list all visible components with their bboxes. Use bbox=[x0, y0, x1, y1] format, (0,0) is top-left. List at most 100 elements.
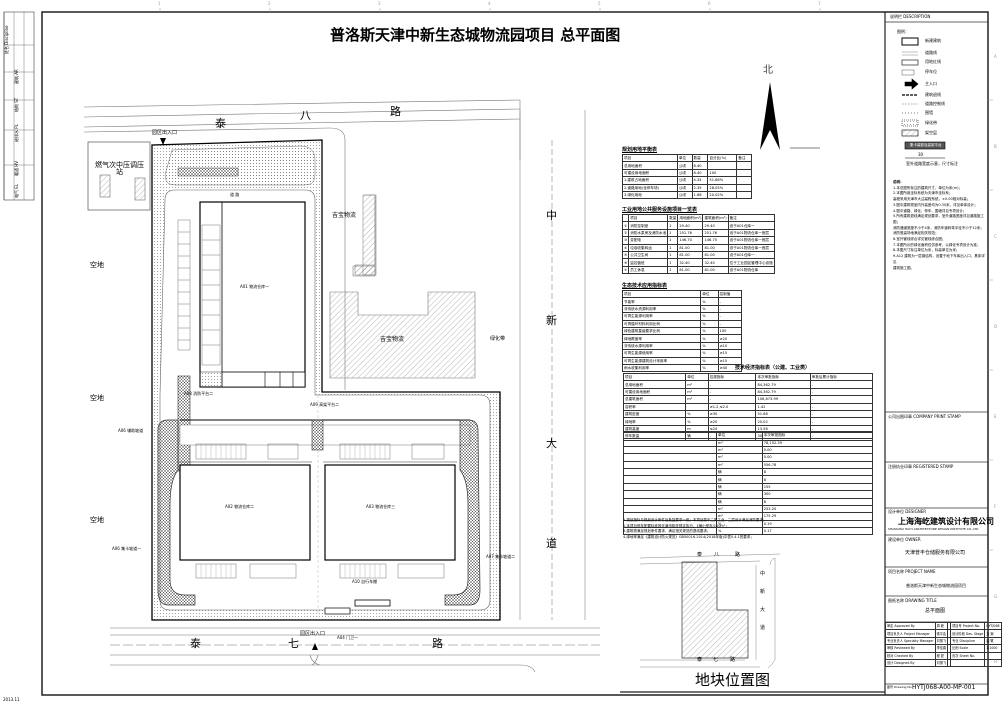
legend-item-overhead: 架空层 bbox=[925, 130, 937, 135]
table-cell: 28.05% bbox=[707, 183, 738, 192]
table-cell: 百分比(%) bbox=[707, 153, 738, 163]
table-cell: ⑦ bbox=[621, 265, 630, 275]
note-item: 5.所有建筑退线满足规划要求，室外道路宽度详见道路施工图； bbox=[893, 214, 984, 224]
note-item: 2.本图所用坐标系统为天津市坐标系； bbox=[893, 191, 953, 196]
table-cell: 8.40 bbox=[691, 161, 709, 170]
registered-stamp-label: 注册执业印章 REGISTERED STAMP bbox=[888, 464, 954, 469]
road-south-char-1: 泰 bbox=[190, 637, 201, 650]
table-cell: 项目 bbox=[622, 372, 687, 382]
table-cell: 32.40 bbox=[677, 258, 704, 267]
note-item: 高程采用天津市大沽高程系统，±0.00相对标高； bbox=[893, 197, 971, 202]
loc-road-north-2: 八 bbox=[714, 552, 720, 558]
table-cell: 3.绿化用地 bbox=[622, 190, 678, 200]
table-cell: 辆 bbox=[716, 490, 763, 499]
note-item: 消防登高场地满足相关规范； bbox=[893, 231, 939, 236]
note-item: 7.本图所示的绿化面积仅供参考，以绿化专项设计为准； bbox=[893, 242, 981, 247]
grid-mark-top: 7 bbox=[818, 1, 821, 6]
table-cell: 51.68% bbox=[707, 176, 738, 185]
table-cell bbox=[736, 168, 752, 178]
legend-item-parking: 停车位 bbox=[925, 69, 937, 74]
entry-arrow-south bbox=[312, 643, 318, 650]
table-cell: 1 bbox=[667, 221, 679, 230]
building-a06a-label: A06 辅助坡道 bbox=[118, 428, 144, 433]
table-cell: 辆 bbox=[716, 467, 763, 477]
table-cell: m² bbox=[716, 460, 763, 469]
table-cell: 设计阶段 Des. Stage bbox=[950, 629, 986, 638]
table-cell: 周 峰 bbox=[934, 621, 949, 631]
grid-mark-top: 1 bbox=[158, 1, 161, 6]
north-arrow-icon bbox=[760, 82, 780, 150]
neighbor-jibao bbox=[329, 291, 476, 379]
legend-scale-label: 30 bbox=[918, 152, 924, 157]
table-cell bbox=[623, 482, 717, 492]
table-cell: 84,362.79 bbox=[755, 380, 811, 389]
table-cell: 刘丽飞 bbox=[934, 636, 949, 646]
table-cell: ≥30 bbox=[707, 409, 757, 419]
table-cell: 81.00 bbox=[677, 243, 704, 252]
table-cell: % bbox=[700, 334, 719, 343]
table-cell: 300 bbox=[761, 490, 874, 499]
grid-mark-right: F bbox=[994, 504, 997, 509]
table-cell: 总用地面积 bbox=[622, 380, 687, 389]
table-row: 非传统水源利用率%≥10 bbox=[621, 341, 743, 351]
table-cell: 81.00 bbox=[677, 250, 704, 260]
table-cell: 1.42 bbox=[755, 402, 811, 411]
table-cell: 数量 bbox=[691, 153, 709, 163]
table-cell bbox=[984, 651, 1002, 660]
building-a10-label: A10 自行车棚 bbox=[352, 579, 378, 584]
table-cell: m² bbox=[716, 504, 763, 514]
table-cell: - bbox=[809, 380, 874, 389]
table-row: 绿色建筑星级要求比例%100 bbox=[621, 326, 743, 336]
owner-name: 天津普丰仓储服务有限公司 bbox=[905, 550, 966, 556]
legend-item-setback: 建筑退线 bbox=[925, 92, 941, 97]
building-a06b-label: A06 集卡坡道一 bbox=[112, 546, 142, 551]
location-map-title: 地块位置图 bbox=[695, 671, 771, 689]
loc-road-north-3: 路 bbox=[735, 552, 741, 558]
note-item: 消防通道宽度不小于4米，消防车道转弯半径不小于12米； bbox=[893, 225, 984, 230]
table-cell bbox=[736, 190, 752, 200]
table-cell: ≥10 bbox=[717, 341, 743, 351]
road-north-char-1: 泰 bbox=[215, 117, 226, 130]
greenbelt-label: 绿化带 bbox=[490, 336, 506, 342]
table-cell: 可再生能源使用率 bbox=[621, 349, 702, 358]
table-cell: 1.68 bbox=[691, 190, 709, 200]
company-stamp-label: 公司出图印章 COMPANY PRINT STAMP bbox=[888, 414, 961, 419]
table-cell: % bbox=[700, 326, 719, 336]
table-cell: 设于A01物流仓库一首层 bbox=[727, 243, 775, 252]
note-item: 3.图中建筑物室内外高差均为0.30米，详见单体设计； bbox=[893, 202, 978, 207]
table-cell bbox=[623, 445, 717, 455]
table-cell: 251.76 bbox=[702, 228, 729, 238]
legend-title: 图例： bbox=[897, 29, 909, 34]
table-cell: 位于工业园区管理中心设施 bbox=[727, 258, 775, 267]
owner-label: 建设单位 OWNER bbox=[888, 537, 921, 542]
table-cell: 页次 Sheet No. bbox=[950, 651, 986, 660]
table-cell bbox=[736, 183, 752, 192]
warehouse-a02 bbox=[179, 464, 311, 561]
legend-bar-label: 集卡装卸及高架平台 bbox=[910, 143, 942, 147]
gate-a04 bbox=[324, 607, 351, 615]
legend-symbols bbox=[901, 37, 946, 159]
table-cell: 1 bbox=[667, 258, 679, 267]
table-cell bbox=[623, 438, 717, 447]
table-cell: 容积率 bbox=[622, 402, 687, 411]
table-cell: m² bbox=[716, 453, 763, 462]
table-cell: % bbox=[700, 356, 719, 365]
table-cell bbox=[950, 658, 986, 668]
table-cell: 可再循环材料利用比例 bbox=[621, 319, 702, 328]
table-cell: ≥20 bbox=[707, 417, 757, 426]
table-cell: 审批后累计指标 bbox=[809, 372, 874, 382]
table-row: 项目单位控规指标本次审批指标审批后累计指标 bbox=[622, 372, 874, 382]
road-north-char-3: 路 bbox=[390, 105, 401, 118]
table-cell: 设于A01仓库一 bbox=[727, 250, 775, 260]
table-cell: - bbox=[717, 312, 743, 321]
table-cell: 总建筑面积 bbox=[622, 395, 687, 404]
strip-pl: 给排水 PL bbox=[14, 124, 19, 142]
